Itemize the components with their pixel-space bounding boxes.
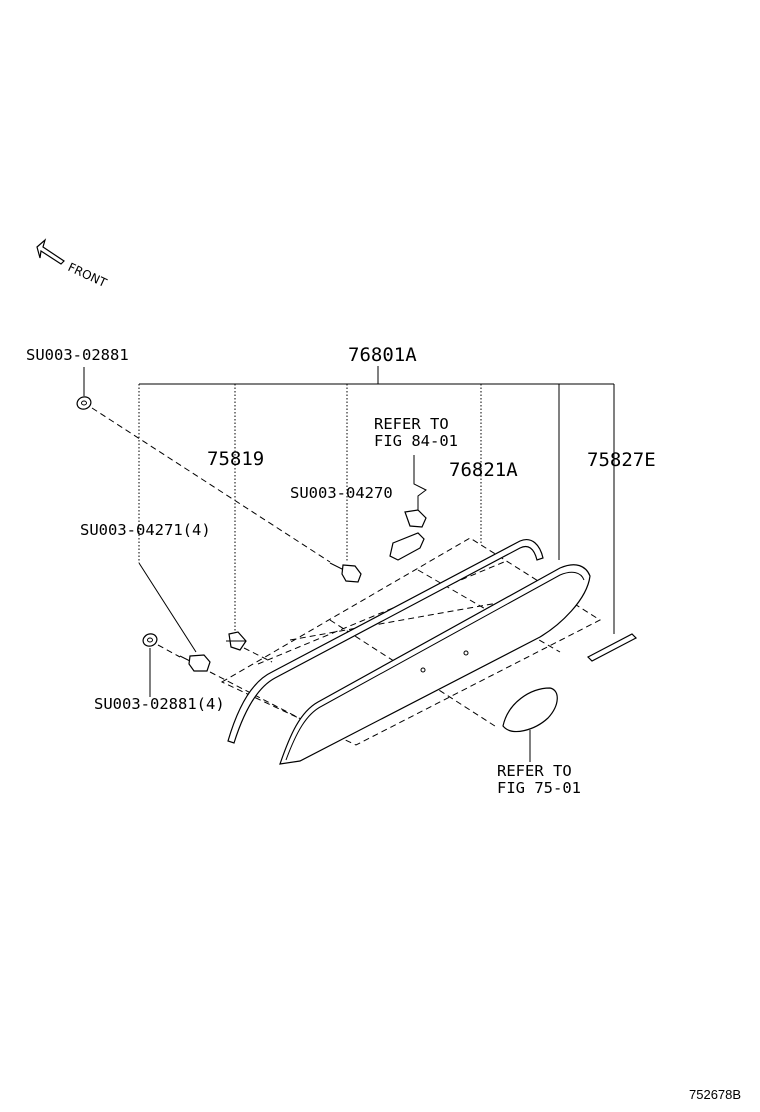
label-nut-bottom: SU003-02881(4)	[94, 695, 225, 713]
molding-76821a-part	[227, 539, 544, 744]
seal-75827e-part	[586, 633, 638, 662]
lamp-lens-part	[502, 687, 558, 733]
screw-04270-part	[329, 562, 362, 583]
nut-top-part	[76, 396, 92, 410]
figure-ref-code: 752678B	[689, 1087, 741, 1102]
label-76821a: 76821A	[449, 459, 518, 481]
label-refer-84-line1: REFER TO	[374, 415, 449, 433]
clip-75819-part	[226, 631, 247, 651]
label-su003-04271: SU003-04271(4)	[80, 521, 211, 539]
assembly-label: 76801A	[348, 344, 417, 366]
label-75827e: 75827E	[587, 449, 656, 471]
label-su003-04270: SU003-04270	[290, 484, 393, 502]
garnish-panel-part	[279, 564, 591, 765]
front-arrow-icon	[36, 238, 65, 265]
bulb-socket-part	[389, 455, 427, 561]
assembly-bracket	[138, 366, 615, 653]
bolt-04271-part	[179, 654, 211, 672]
label-refer-75-line1: REFER TO	[497, 762, 572, 780]
label-refer-84-line2: FIG 84-01	[374, 432, 458, 450]
label-refer-75-line2: FIG 75-01	[497, 779, 581, 797]
nut-bottom-part	[142, 633, 158, 647]
front-label: FRONT	[66, 260, 110, 290]
label-nut-top: SU003-02881	[26, 346, 129, 364]
label-75819: 75819	[207, 448, 264, 470]
